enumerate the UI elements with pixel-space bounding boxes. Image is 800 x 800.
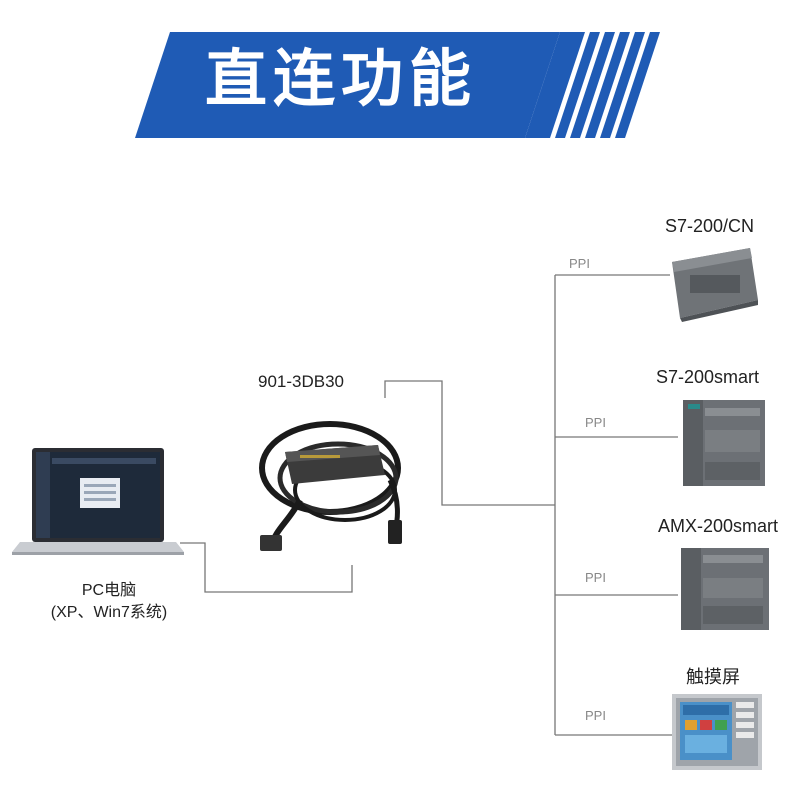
link-label-3: PPI (585, 570, 606, 585)
cable-model-label: 901-3DB30 (258, 372, 345, 391)
banner-title: 直连功能 (205, 42, 478, 115)
cable-to-bus-line (384, 380, 555, 506)
pc-label-line2: (XP、Win7系统) (50, 604, 168, 621)
link-label-1: PPI (569, 256, 590, 271)
cable-adapter-image (259, 421, 402, 551)
device-label-4: 触摸屏 (686, 667, 740, 687)
title-banner (135, 32, 660, 138)
pc-to-cable-line (180, 542, 353, 593)
touch-screen-image (672, 694, 762, 770)
link-label-4: PPI (585, 708, 606, 723)
pc-label: PC电脑 (XP、Win7系统) (14, 580, 204, 624)
device-label-2: S7-200smart (656, 367, 760, 387)
laptop-image (12, 448, 184, 555)
pc-label-line1: PC电脑 (81, 582, 137, 599)
device-label-3: AMX-200smart (658, 516, 779, 536)
s7-200cn-plc-image (672, 248, 758, 322)
device-label-1: S7-200/CN (665, 216, 755, 236)
link-label-2: PPI (585, 415, 606, 430)
amx-200smart-plc-image (681, 548, 769, 630)
s7-200smart-plc-image (683, 400, 765, 486)
